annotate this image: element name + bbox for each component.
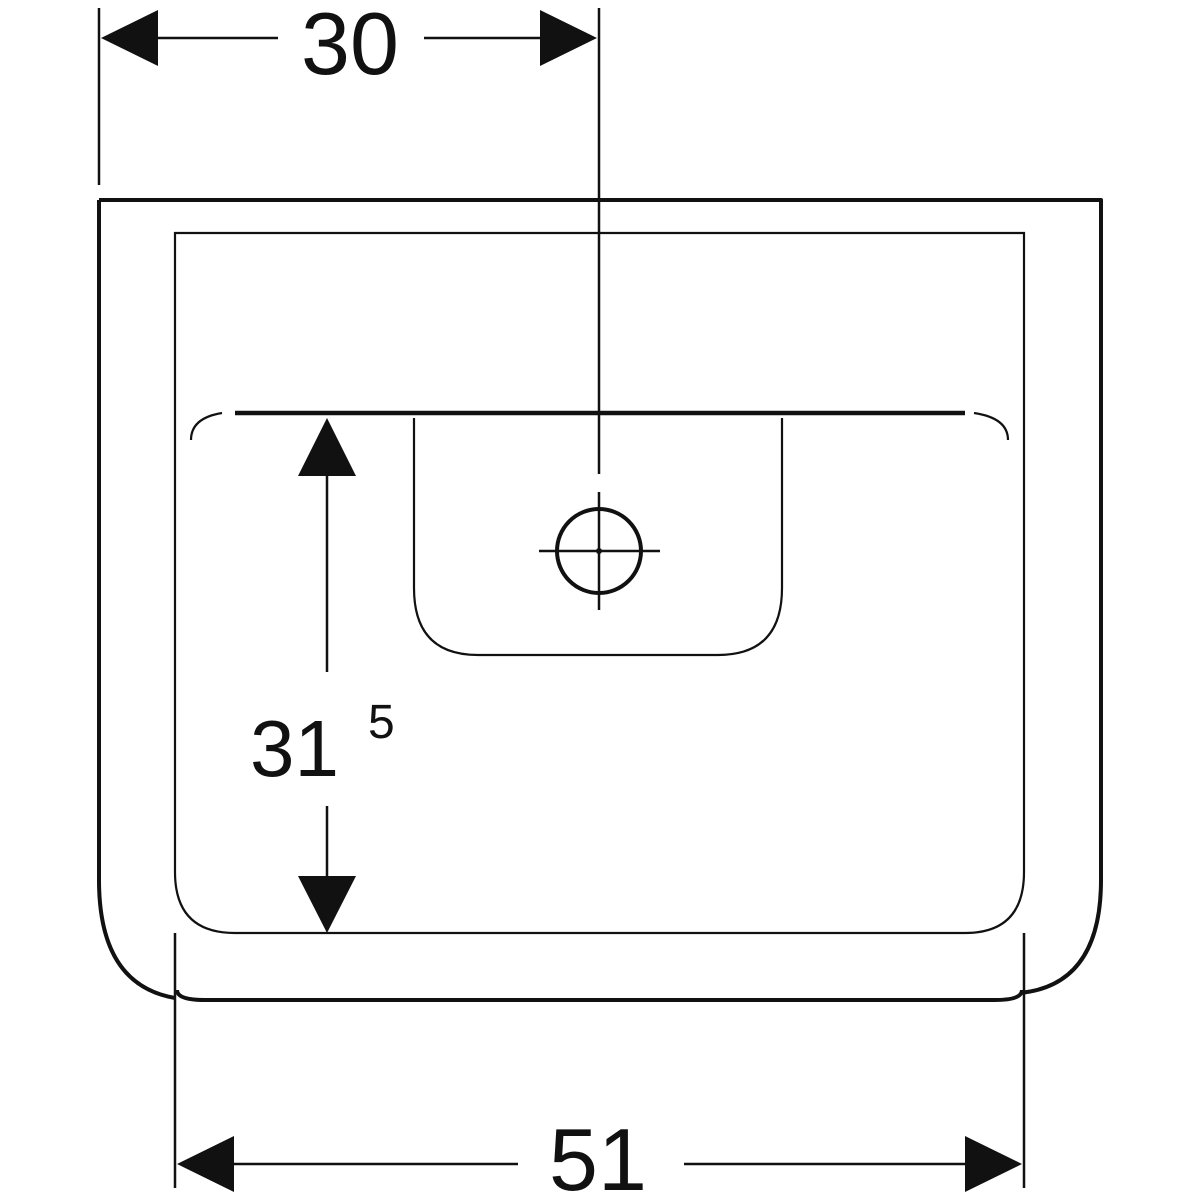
tap-recess-outline xyxy=(412,418,784,657)
arrowhead-right xyxy=(540,10,597,66)
dimension-51: 51 xyxy=(173,933,1026,1198)
arrowhead-up xyxy=(298,418,356,476)
dimension-label-superscript-5: 5 xyxy=(368,696,395,749)
arrowhead-left-bottom xyxy=(177,1136,234,1192)
tap-hole-center-dot xyxy=(596,548,602,554)
dimension-label-31: 31 xyxy=(250,704,339,793)
dimension-label-30: 30 xyxy=(301,0,399,93)
basin-front-edge xyxy=(175,989,1024,1002)
basin-outer-outline xyxy=(97,198,1103,1000)
tap-deck-edge xyxy=(189,411,1010,441)
arrowhead-right-bottom xyxy=(965,1136,1022,1192)
dimension-30: 30 xyxy=(97,0,597,185)
bowl-inner-outline xyxy=(173,231,1026,935)
arrowhead-left xyxy=(101,10,158,66)
dimension-label-51: 51 xyxy=(549,1110,647,1198)
tap-hole xyxy=(539,492,660,610)
dimension-31-5: 31 5 xyxy=(250,418,395,933)
arrowhead-down xyxy=(298,876,356,933)
